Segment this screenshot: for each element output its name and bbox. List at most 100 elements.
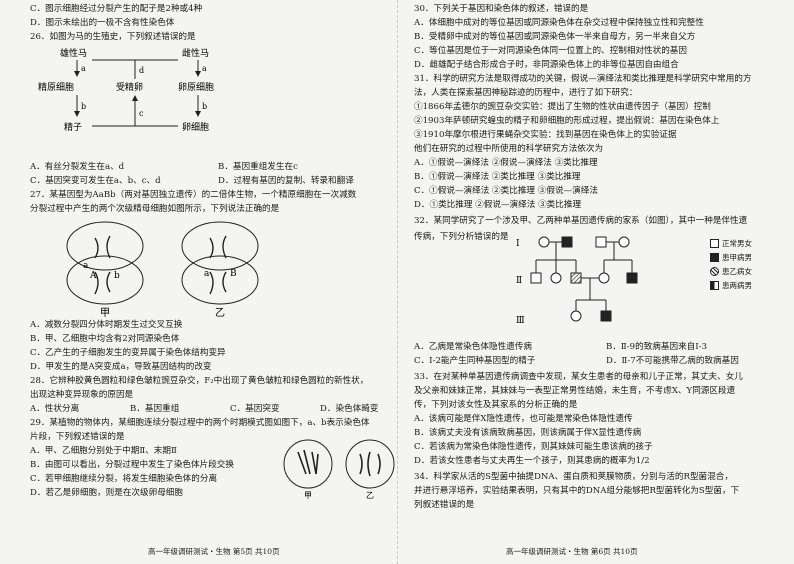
I-1 [538, 236, 550, 248]
q32-option-c: C．Ⅰ-2能产生同种基因型的精子 [414, 356, 536, 366]
q32-option-d: D．Ⅱ-7不可能携带乙病的致病基因 [606, 356, 739, 366]
II-6 [550, 272, 562, 284]
label-yi: 乙 [215, 307, 225, 318]
q31-item-2: ②1903年萨顿研究蝗虫的精子和卵细胞的形成过程，提出假说：基因在染色体上 [414, 116, 720, 126]
label-d: d [139, 66, 144, 75]
II-5 [530, 272, 542, 284]
q30-stem: 30．下列关于基因和染色体的叙述，错误的是 [414, 4, 589, 14]
q33-option-a: A．该病可能是伴X隐性遗传，也可能是常染色体隐性遗传 [414, 414, 633, 424]
q32-option-a: A．乙病是常染色体隐性遗传病 [414, 342, 532, 352]
q31-stem-1: 31．科学的研究方法是取得成功的关键，假说—演绎法和类比推理是科学研究中常用的方 [414, 74, 752, 84]
q33-stem-1: 33．在对某种单基因遗传病调查中发现，某女生患者的母亲和儿子正常，其丈夫、女儿 [414, 372, 743, 382]
label-egg: 卵细胞 [182, 121, 209, 133]
q29-option-d: D．若乙是卵细胞，则是在次级卵母细胞 [30, 488, 183, 498]
label-male: 雄性马 [60, 47, 87, 59]
cell-yi: a B [181, 221, 259, 305]
q28-option-d: D．染色体畸变 [320, 404, 379, 414]
q27-option-d: D．甲发生的是A突变成a，导致基因结构的改变 [30, 362, 212, 372]
q33-stem-3: 传，下列对该女性及其家系的分析正确的是 [414, 400, 578, 410]
q27-stem-1: 27．某基因型为AaBb（两对基因独立遗传）的二倍体生物，一个精原细胞在一次减数 [30, 190, 357, 200]
label-a-right: a [202, 64, 207, 73]
q29-cell-figure: 甲 乙 [283, 439, 395, 500]
legend-disease-b-female: 患乙病女 [710, 266, 752, 277]
q27-option-a: A．减数分裂四分体时期发生过交叉互换 [30, 320, 183, 330]
label-spermatogonium: 精原细胞 [38, 81, 74, 93]
q29-option-c: C．若甲细胞继续分裂，将发生细胞染色体的分离 [30, 474, 218, 484]
column-divider [397, 0, 398, 564]
I-3 [595, 236, 607, 248]
cell-jia-29 [283, 439, 333, 489]
q27-spermatocyte-figure: a A b a B 甲 乙 [66, 221, 259, 318]
q31-stem-2: 法，人类在探索基因神秘踪迹的历程中，进行了如下研究： [414, 88, 638, 98]
label-sperm: 精子 [64, 121, 82, 133]
q31-option-d: D．①类比推理 ②假说—演绎法 ③类比推理 [414, 200, 582, 210]
right-footer: 高一年级调研测试・生物 第6页 共10页 [506, 547, 638, 556]
legend-disease-a-male: 患甲病男 [710, 252, 752, 263]
q27-option-c: C．乙产生的子细胞发生的变异属于染色体结构变异 [30, 348, 226, 358]
label-a-left: a [81, 64, 86, 73]
chromosomes-yi [359, 451, 381, 477]
chromosomes-jia [297, 449, 319, 475]
q26-option-d: D．过程有基因的复制、转录和翻译 [218, 176, 354, 186]
I-2 [561, 236, 573, 248]
q32-pedigree-chart: Ⅰ Ⅱ Ⅲ [516, 236, 638, 326]
legend-disease-b-swatch [710, 267, 719, 276]
q29-stem-1: 29．某植物的物体内，某细胞连续分裂过程中的两个时期模式图如图下，a、b表示染色… [30, 418, 370, 428]
q26-option-b: B．基因重组发生在c [218, 162, 298, 172]
q30-option-d: D．雌雄配子结合形成合子时，非同源染色体上的非等位基因自由组合 [414, 60, 679, 70]
q28-option-c: C．基因突变 [230, 404, 280, 414]
q28-stem-2: 出现这种变异现象的原因是 [30, 390, 134, 400]
q28-stem-1: 28．它辨种胶黄色圆粒和绿色皱粒豌豆杂交，F₂中出现了黄色皱粒和绿色圆粒的新性状… [30, 376, 369, 386]
gen-III: Ⅲ [516, 316, 525, 326]
q27-stem-2: 分裂过程中产生的两个次级精母细胞如图所示，下列说法正确的是 [30, 204, 280, 214]
q31-option-c: C．①假说—演绎法 ②类比推理 ③假说—演绎法 [414, 186, 598, 196]
II-9 [626, 272, 638, 284]
q25-option-c: C．图示细胞经过分裂产生的配子是2种或4种 [30, 4, 203, 14]
q34-stem-3: 列叙述错误的是 [414, 500, 475, 510]
cell-jia: a A b [66, 221, 144, 305]
label-b-right: b [202, 102, 207, 111]
allele-B-yi: B [230, 269, 237, 279]
II-8 [598, 272, 610, 284]
label-oogonium: 卵原细胞 [178, 81, 214, 93]
q29-stem-2: 片段，下列叙述错误的是 [30, 432, 125, 442]
q34-stem-2: 并进行悬浮培养，实验结果表明，只有其中的DNA组分能够把R型菌转化为S型菌，下 [414, 486, 740, 496]
legend-normal: 正常男女 [710, 238, 752, 249]
left-footer: 高一年级调研测试・生物 第5页 共10页 [148, 547, 280, 556]
label-b-left: b [81, 102, 86, 111]
q29-option-a: A．甲、乙细胞分别处于中期Ⅱ、末期Ⅱ [30, 446, 177, 456]
allele-a-yi: a [204, 269, 210, 279]
q32-stem-2: 传病，下列分析错误的是 [414, 232, 509, 242]
label-zygote: 受精卵 [116, 81, 143, 93]
gen-II: Ⅱ [516, 276, 522, 286]
q28-option-b: B．基因重组 [130, 404, 180, 414]
label-jia: 甲 [100, 308, 110, 318]
legend-both-male: 患两病男 [710, 280, 752, 291]
q33-option-c: C．若该病为常染色体隐性遗传，则其妹妹可能生患该病的孩子 [414, 442, 653, 452]
q30-option-b: B．受精卵中成对的等位基因或同源染色体一半来自母方，另一半来自父方 [414, 32, 696, 42]
III-10 [570, 310, 582, 322]
label-female: 雌性马 [182, 47, 209, 59]
q31-item-1: ①1866年孟德尔的豌豆杂交实验：提出了生物的性状由遗传因子（基因）控制 [414, 102, 711, 112]
III-11 [600, 310, 612, 322]
cell-yi-29 [345, 439, 395, 489]
legend-normal-swatch [710, 239, 719, 248]
legend-both-swatch [710, 281, 719, 290]
q34-stem-1: 34．科学家从活的S型菌中抽提DNA、蛋白质和荚膜物质，分别与活的R型菌混合， [414, 472, 733, 482]
label-c: c [139, 109, 144, 118]
q32-stem-1: 32．某同学研究了一个涉及甲、乙两种单基因遗传病的家系（如图），其中一种是伴性遗 [414, 216, 748, 226]
q31-item-3: ③1910年摩尔根进行果蝇杂交实验：找到基因在染色体上的实验证据 [414, 130, 677, 140]
I-4 [618, 236, 630, 248]
q31-option-b: B．①假说—演绎法 ②类比推理 ③类比推理 [414, 172, 581, 182]
q33-option-d: D．若该女性患者与丈夫再生一个孩子，则其患病的概率为1/2 [414, 456, 650, 466]
q26-horse-reproduction-diagram: 雄性马 雌性马 a a 精原细胞 受精卵 卵原细胞 d b b 精子 卵细胞 c [38, 47, 214, 133]
left-column: C．图示细胞经过分裂产生的配子是2种或4种 D．图示未绘出的一极不含有性染色体 … [20, 0, 400, 564]
right-column: 30．下列关于基因和染色体的叙述，错误的是 A．体细胞中成对的等位基因或同源染色… [410, 0, 782, 564]
q31-stem-3: 他们在研究的过程中所使用的科学研究方法依次为 [414, 144, 604, 154]
q33-stem-2: 及父亲和妹妹正常，其妹妹与一表型正常男性结婚，未生育，不考虑X、Y同源区段遗 [414, 386, 736, 396]
q26-option-c: C．基因突变可发生在a、b、c、d [30, 176, 161, 186]
allele-a-jia-1: a [83, 261, 89, 271]
q32-option-b: B．Ⅱ-9的致病基因来自Ⅰ-3 [606, 342, 708, 352]
label-yi-29: 乙 [366, 491, 374, 500]
